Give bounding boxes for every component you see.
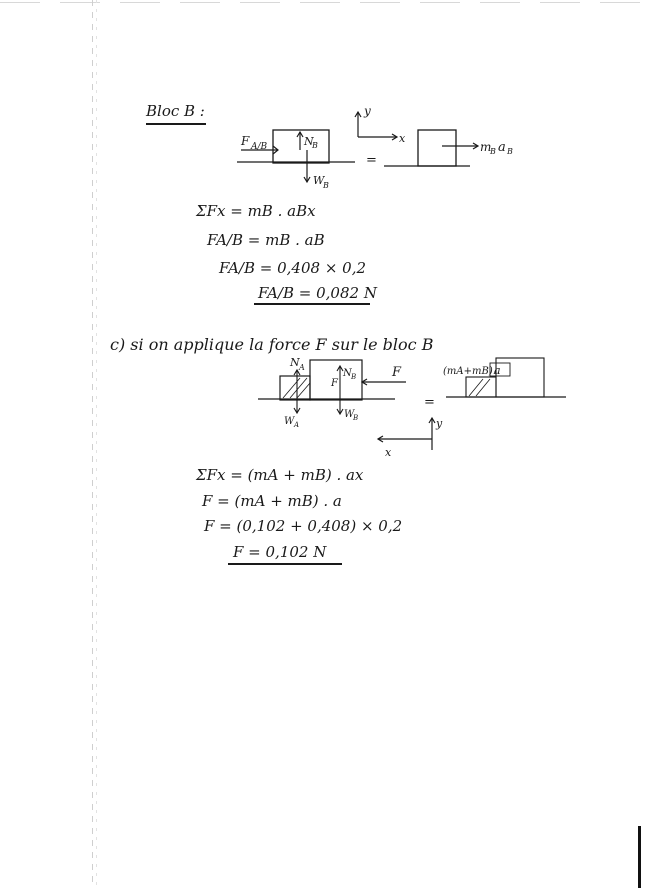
axis-x-label: x	[399, 132, 406, 145]
hatch-2	[289, 377, 308, 399]
resultant-m-label: m	[480, 140, 491, 154]
axis-y-label: y	[363, 104, 371, 118]
equation-c-1: ΣFx = (mA + mB) . ax	[196, 466, 364, 484]
weight-b-sub: B	[322, 181, 329, 190]
weight-a-label: W	[284, 416, 295, 427]
normal-bc-label: N	[342, 368, 353, 379]
result-c-a-label: a	[494, 364, 501, 377]
diagram-equals: =	[366, 153, 377, 168]
normal-a-arrowhead	[293, 368, 301, 376]
result-b-underline	[254, 303, 370, 305]
equation-b-1: ΣFx = mB . aBx	[196, 202, 316, 220]
result-c-underline	[228, 563, 342, 565]
scan-top-dashes	[0, 2, 645, 3]
scan-left-edge	[92, 0, 93, 888]
equation-c-2: F = (mA + mB) . a	[202, 492, 342, 510]
axis-c-y-label: y	[435, 417, 443, 430]
axis-c-x-arrowhead	[376, 435, 384, 443]
axis-x-arrowhead	[391, 133, 399, 141]
result-c: F = 0,102 N	[233, 543, 327, 561]
normal-a-label: N	[289, 356, 300, 369]
normal-bc-sub: B	[350, 373, 356, 381]
section-c-intro: c) si on applique la force F sur le bloc…	[110, 335, 434, 354]
diagram-c-equals: =	[424, 395, 435, 410]
resultant-arrowhead	[472, 142, 480, 150]
normal-b-label: N	[303, 135, 314, 148]
normal-b-arrowhead	[296, 130, 304, 138]
resultant-a-sub: B	[506, 147, 513, 156]
hatch-r-1	[468, 378, 484, 397]
weight-bc-label: W	[344, 409, 355, 420]
normal-a-sub: A	[298, 363, 305, 372]
hatch-3	[296, 382, 311, 399]
weight-bc-arrowhead	[336, 408, 344, 416]
scan-left-edge-2	[96, 0, 97, 888]
weight-a-sub: A	[293, 421, 299, 429]
force-ab-arrowhead	[272, 145, 279, 155]
force-ab-sub: A/B	[250, 142, 268, 152]
result-b: FA/B = 0,082 N	[258, 284, 377, 302]
f-inner-label: F	[330, 378, 339, 389]
heading-bloc-b: Bloc B :	[146, 102, 205, 120]
axis-y-arrowhead	[354, 110, 362, 118]
resultant-m-sub: B	[489, 147, 496, 156]
equation-c-3: F = (0,102 + 0,408) × 0,2	[204, 517, 403, 535]
equation-b-3: FA/B = 0,408 × 0,2	[219, 259, 367, 277]
normal-b-sub: B	[311, 141, 318, 150]
axis-c-x-label: x	[385, 446, 392, 459]
block-b-right-c	[495, 357, 545, 398]
block-b-c	[309, 359, 363, 401]
force-ab-label: F	[240, 134, 250, 148]
applied-force-arrowhead	[360, 378, 368, 386]
scan-right-bar	[638, 826, 641, 888]
result-c-box	[489, 362, 511, 377]
result-c-mass-label: (mA+mB).	[443, 366, 496, 377]
weight-a-arrowhead	[293, 407, 301, 415]
weight-bc-sub: B	[352, 414, 358, 422]
normal-bc-arrowhead	[336, 364, 344, 372]
axis-c-y-arrowhead	[428, 416, 436, 424]
weight-b-arrowhead	[303, 176, 311, 184]
weight-b-label: W	[313, 174, 326, 187]
heading-underline	[146, 123, 206, 125]
block-b-right	[417, 129, 457, 167]
resultant-a-label: a	[498, 140, 506, 155]
applied-force-label: F	[391, 365, 402, 380]
equation-b-2: FA/B = mB . aB	[207, 231, 325, 249]
hatch-r-2	[475, 378, 491, 397]
